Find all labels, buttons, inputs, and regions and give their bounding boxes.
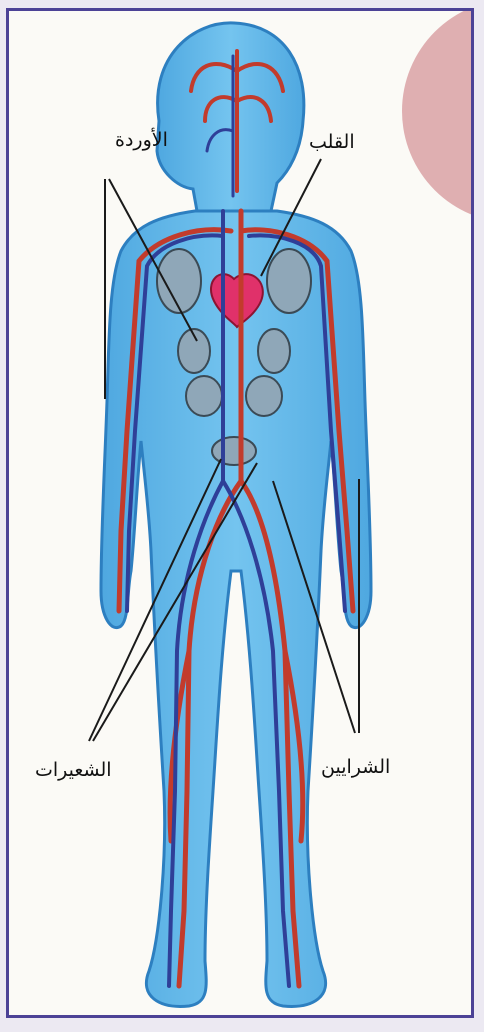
decorative-pink-circle bbox=[402, 11, 471, 223]
diagram-frame: الأوردة القلب الشعيرات الشرايين bbox=[6, 8, 474, 1018]
veins-label: الأوردة bbox=[115, 129, 168, 151]
heart-label: القلب bbox=[309, 131, 355, 153]
circulatory-system-illustration bbox=[9, 11, 471, 1015]
arteries-label: الشرايين bbox=[321, 756, 390, 778]
capillaries-label: الشعيرات bbox=[35, 759, 112, 781]
